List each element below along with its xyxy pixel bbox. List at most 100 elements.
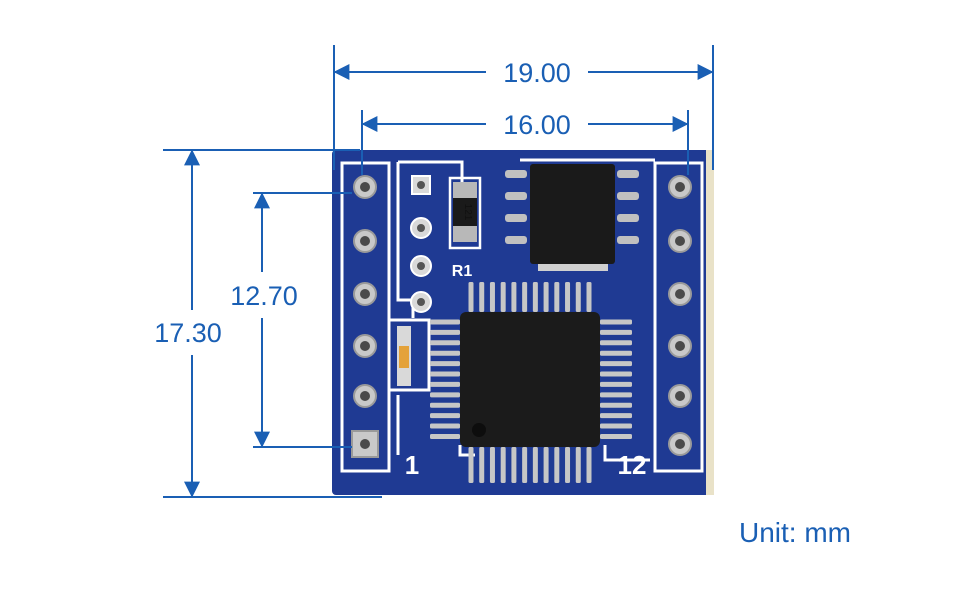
qfp-lead [430, 319, 460, 325]
qfp-lead [430, 329, 460, 335]
pin-center [360, 341, 370, 351]
qfp-lead [511, 282, 517, 312]
qfp-lead [600, 402, 632, 408]
qfp-lead [500, 447, 506, 483]
chip-lead [505, 236, 527, 244]
chip-pad-strip [538, 264, 608, 271]
qfp-leads [430, 282, 632, 483]
qfp-lead [522, 282, 528, 312]
qfp-lead [600, 413, 632, 419]
chip-body [530, 164, 615, 264]
pin-center [675, 236, 685, 246]
pin-center [675, 391, 685, 401]
led-outline [387, 318, 431, 392]
qfp-lead [600, 329, 632, 335]
pin-center [675, 289, 685, 299]
outer-width-label: 19.00 [503, 58, 571, 88]
qfp-lead [479, 282, 485, 312]
qfp-lead [554, 447, 560, 483]
qfp-lead [565, 282, 571, 312]
qfp-lead [489, 447, 495, 483]
qfp-lead [430, 381, 460, 387]
resistor-ref-label: R1 [452, 263, 473, 280]
qfp-lead [575, 282, 581, 312]
qfp-lead [543, 447, 549, 483]
qfp-lead [532, 447, 538, 483]
led [397, 326, 411, 386]
test-pad-center [417, 298, 425, 306]
qfp-lead [543, 282, 549, 312]
unit-label: Unit: mm [739, 517, 851, 548]
resistor-marking: 121 [462, 204, 473, 221]
resistor-body [453, 198, 477, 226]
qfp-lead [600, 319, 632, 325]
qfp-lead [600, 371, 632, 377]
qfp-lead [565, 447, 571, 483]
qfp-lead [600, 340, 632, 346]
qfp48-chip [430, 282, 632, 483]
pin-center [360, 391, 370, 401]
qfp-lead [479, 447, 485, 483]
chip-lead [617, 170, 639, 178]
test-pad-center [417, 224, 425, 232]
test-pad-center [417, 181, 425, 189]
qfp-lead [554, 282, 560, 312]
resistor-cap-top [453, 182, 477, 198]
qfp-pin1-dimple [472, 423, 486, 437]
soic8-chip [505, 164, 639, 271]
qfp-lead [468, 282, 474, 312]
pin-center [360, 182, 370, 192]
chip-lead [505, 170, 527, 178]
pin-center [675, 439, 685, 449]
right-header-outline [653, 161, 704, 473]
pin-center [360, 289, 370, 299]
qfp-lead [468, 447, 474, 483]
pin-center [360, 439, 370, 449]
test-pads [410, 175, 432, 313]
qfp-lead [600, 361, 632, 367]
pin-center [360, 236, 370, 246]
qfp-lead [600, 350, 632, 356]
qfp-lead [500, 282, 506, 312]
qfp-lead [430, 402, 460, 408]
qfp-lead [522, 447, 528, 483]
qfp-lead [532, 282, 538, 312]
top-left-outline [398, 160, 464, 190]
pcb-board: 121 R1 1 12 [332, 150, 714, 495]
qfp-lead [430, 361, 460, 367]
qfp-lead [430, 423, 460, 429]
qfp-lead [600, 381, 632, 387]
chip-lead [505, 192, 527, 200]
qfp-lead [600, 423, 632, 429]
qfp-lead [430, 371, 460, 377]
resistor-r1: 121 R1 [448, 176, 482, 280]
left-header-pins [351, 175, 379, 458]
qfp-lead [575, 447, 581, 483]
pin12-label: 12 [618, 450, 647, 480]
pin-span-label: 12.70 [230, 281, 298, 311]
pin-center [675, 182, 685, 192]
chip-lead [617, 214, 639, 222]
chip-lead [617, 192, 639, 200]
right-header-pins [668, 175, 692, 456]
pin1-label: 1 [405, 450, 419, 480]
resistor-outline [448, 176, 482, 250]
led-lens [399, 346, 409, 368]
qfp-lead [430, 350, 460, 356]
pcb-edge [706, 150, 714, 495]
qfp-lead [600, 433, 632, 439]
qfp-lead [511, 447, 517, 483]
qfp-body [460, 312, 600, 447]
chip-lead [505, 214, 527, 222]
dimension-lines [163, 45, 714, 498]
qfp-lead [430, 392, 460, 398]
qfp-lead [430, 340, 460, 346]
qfp-lead [489, 282, 495, 312]
inner-width-label: 16.00 [503, 110, 571, 140]
pin-center [675, 341, 685, 351]
test-pad-center [417, 262, 425, 270]
qfp-lead [430, 413, 460, 419]
qfp-lead [430, 433, 460, 439]
qfp-lead [586, 282, 592, 312]
